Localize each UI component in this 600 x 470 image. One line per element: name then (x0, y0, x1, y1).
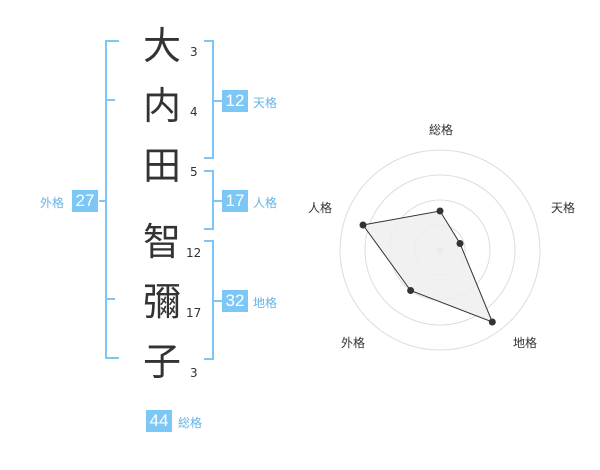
jinkaku-bracket-tick-bottom (204, 228, 214, 230)
gaikaku-label: 外格 (40, 196, 65, 210)
chikaku-badge: 32 (222, 290, 248, 312)
chikaku-bracket-tick-top (204, 240, 214, 242)
name-char-6: 子 (142, 340, 181, 384)
stroke-count-4: 12 (186, 246, 202, 260)
soukaku-badge: 44 (146, 410, 172, 432)
radar-points (359, 207, 496, 326)
stroke-count-5: 17 (186, 306, 202, 320)
stroke-count-1: 3 (190, 45, 198, 59)
tenkaku-label: 天格 (253, 96, 278, 110)
stroke-count-2: 4 (190, 105, 198, 119)
jinkaku-label: 人格 (253, 196, 278, 210)
stroke-count-3: 5 (190, 165, 198, 179)
stroke-count-6: 3 (190, 366, 198, 380)
tenkaku-bracket-tick-top (204, 40, 214, 42)
name-char-3: 田 (142, 144, 181, 188)
chikaku-bracket-connector (212, 300, 222, 302)
tenkaku-badge: 12 (222, 90, 248, 112)
name-char-5: 彌 (142, 280, 181, 324)
gaikaku-badge: 27 (72, 190, 98, 212)
jinkaku-bracket-tick-top (204, 170, 214, 172)
radar-ring (364, 174, 516, 326)
chikaku-bracket-tick-bottom (204, 358, 214, 360)
gaikaku-bracket-connector (99, 200, 105, 202)
axis-label-gaikaku: 外格 (341, 335, 365, 350)
radar-point-1 (456, 240, 464, 247)
axis-label-chikaku: 地格 (513, 335, 537, 350)
axis-label-jinkaku: 人格 (308, 200, 332, 215)
radar-area (362, 210, 494, 323)
name-char-1: 大 (142, 24, 181, 68)
name-char-4: 智 (142, 220, 181, 264)
radar-ring (339, 149, 541, 351)
gaikaku-bracket-tick-bottom (105, 357, 119, 359)
tenkaku-bracket (212, 40, 214, 159)
gaikaku-bracket-tick-1 (105, 99, 115, 101)
gaikaku-bracket-tick-2 (105, 298, 115, 300)
name-char-2: 内 (142, 84, 181, 128)
radar-point-3 (407, 287, 415, 294)
gaikaku-bracket-tick-top (105, 40, 119, 42)
chikaku-label: 地格 (253, 296, 278, 310)
tenkaku-bracket-tick-bottom (204, 157, 214, 159)
radar-chart: 総格 天格 地格 外格 人格 (308, 122, 575, 351)
radar-point-0 (436, 207, 444, 215)
soukaku-label: 総格 (178, 416, 203, 430)
axis-label-soukaku: 総格 (429, 122, 453, 137)
radar-point-2 (488, 318, 496, 326)
jinkaku-badge: 17 (222, 190, 248, 212)
radar-point-4 (359, 221, 367, 229)
tenkaku-bracket-connector (212, 100, 222, 102)
axis-label-tenkaku: 天格 (551, 200, 575, 215)
jinkaku-bracket-connector (212, 200, 222, 202)
gaikaku-bracket (105, 40, 107, 359)
